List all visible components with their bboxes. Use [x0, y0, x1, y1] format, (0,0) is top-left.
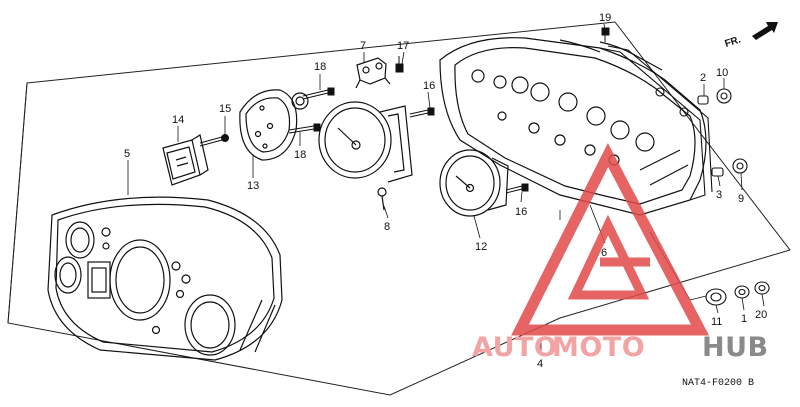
washer-1 — [734, 285, 750, 299]
callout-9: 9 — [738, 193, 744, 205]
callout-18-upper: 18 — [314, 61, 326, 73]
callout-14: 14 — [172, 114, 184, 126]
callout-10: 10 — [716, 67, 728, 79]
callout-4: 4 — [537, 358, 543, 370]
callout-8: 8 — [384, 221, 390, 233]
callout-1: 1 — [741, 313, 747, 325]
screw-19 — [601, 27, 610, 42]
bulb-3 — [711, 167, 724, 177]
callout-16-upper: 16 — [423, 80, 435, 92]
screw-17 — [395, 56, 404, 73]
callout-20: 20 — [755, 309, 767, 321]
trim-strip-6 — [599, 45, 713, 201]
callout-19: 19 — [599, 12, 611, 24]
screw-16-lower — [505, 183, 529, 194]
leader-lines — [127, 23, 765, 355]
assembly-boundary — [7, 21, 791, 396]
speedometer — [318, 101, 413, 211]
watermark-triangle-outer — [511, 142, 710, 336]
tachometer-body — [239, 89, 309, 161]
screw-16-upper — [409, 107, 435, 118]
bulb-2 — [697, 95, 709, 105]
callout-12: 12 — [475, 241, 487, 253]
meter-case — [47, 196, 283, 361]
callout-17: 17 — [397, 40, 409, 52]
bracket-7 — [355, 57, 391, 89]
meter-housing — [439, 37, 707, 216]
callout-16-lower: 16 — [515, 206, 527, 218]
socket-10 — [716, 88, 732, 104]
callout-18-lower: 18 — [294, 149, 306, 161]
front-direction-arrow-icon — [752, 22, 778, 40]
callout-5: 5 — [124, 148, 130, 160]
assembly-frame — [7, 82, 28, 324]
callout-7: 7 — [360, 40, 366, 52]
watermark-text-moto: MOTO — [552, 332, 645, 363]
callout-13: 13 — [247, 180, 259, 192]
screw-18-lower — [288, 123, 321, 134]
callout-15: 15 — [219, 103, 231, 115]
watermark-text-auto: AUTO — [472, 332, 557, 363]
callout-3: 3 — [716, 189, 722, 201]
screw-15 — [199, 134, 229, 147]
connector-part — [162, 134, 209, 186]
callout-11: 11 — [711, 316, 722, 328]
watermark-text-hub: HUB — [702, 332, 769, 363]
figure-code: NAT4-F0200 B — [682, 378, 754, 389]
nut-20 — [754, 281, 770, 295]
front-direction-label: FR. — [724, 34, 743, 50]
screw-18-upper — [302, 87, 335, 100]
watermark-logo — [511, 142, 710, 336]
grommet-11 — [705, 288, 727, 306]
gauge-12 — [439, 149, 509, 217]
callout-2: 2 — [700, 72, 706, 84]
socket-9 — [732, 158, 748, 174]
callout-6: 6 — [601, 247, 607, 259]
